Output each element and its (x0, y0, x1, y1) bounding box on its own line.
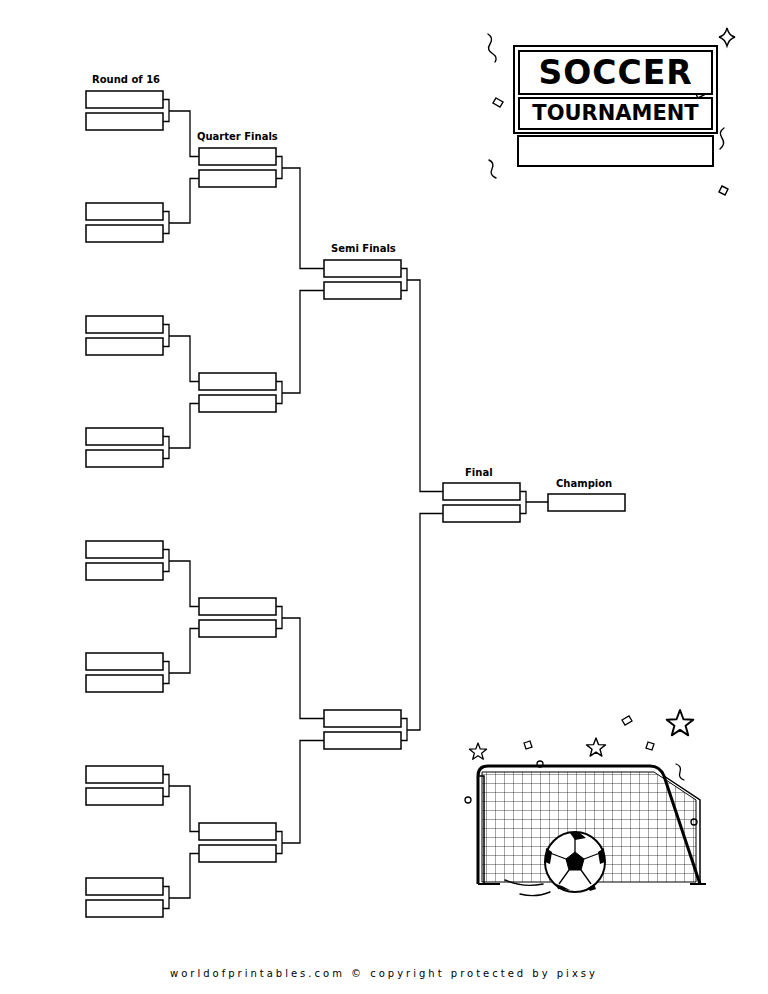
bracket-slot (199, 148, 276, 165)
bracket-slot (199, 395, 276, 412)
footer-credit: worldofprintables.com © copyright protec… (0, 968, 768, 979)
bracket-slot (86, 225, 163, 242)
bracket-line (520, 492, 548, 514)
bracket-slot (86, 316, 163, 333)
bracket-slot (324, 732, 401, 749)
bracket-slot (324, 260, 401, 277)
bracket-slot (86, 900, 163, 917)
bracket-slot (86, 338, 163, 355)
confetti-dot (537, 761, 543, 767)
bracket-slot (199, 823, 276, 840)
bracket-slot (324, 710, 401, 727)
title-text: SOCCER (538, 56, 692, 89)
bracket-slot (443, 505, 520, 522)
confetti-dot (465, 797, 471, 803)
bracket-line (163, 325, 199, 382)
bracket-line (276, 607, 324, 719)
star (586, 738, 605, 756)
confetti-piece (719, 186, 728, 195)
round-heading: Champion (556, 478, 612, 489)
bracket-slot (324, 282, 401, 299)
bracket-slot (86, 675, 163, 692)
streamer (676, 764, 684, 780)
streamer (489, 160, 496, 178)
bracket-line (163, 629, 199, 684)
bracket-slot (199, 845, 276, 862)
bracket-slot (86, 91, 163, 108)
streamer (488, 34, 496, 62)
title-box: TOURNAMENT (518, 97, 713, 130)
bracket-slot (86, 563, 163, 580)
bracket-line (163, 775, 199, 832)
quarter-final-slots (199, 148, 276, 862)
confetti-piece (524, 716, 654, 750)
ball-patch (566, 852, 584, 870)
bracket-line (163, 550, 199, 607)
bracket-line (401, 269, 443, 492)
bracket-slot (86, 541, 163, 558)
soccer-ball (545, 832, 605, 892)
goal-illustration (465, 710, 706, 896)
bracket-line (401, 514, 443, 741)
ball-patch (545, 833, 605, 891)
bracket-slot (86, 766, 163, 783)
round-heading: Semi Finals (331, 243, 396, 254)
bracket-line (276, 291, 324, 404)
champion-slot (548, 494, 625, 511)
bracket-line (163, 404, 199, 459)
title-frame (514, 46, 717, 133)
bracket-slot (86, 878, 163, 895)
bracket-slot (443, 483, 520, 500)
bracket-slot (199, 598, 276, 615)
bracket-slot (199, 170, 276, 187)
round-heading: Round of 16 (92, 74, 160, 85)
title-text: TOURNAMENT (532, 103, 698, 124)
bracket-slot (86, 450, 163, 467)
motion-line (505, 880, 550, 896)
bracket-line (276, 741, 324, 854)
semi-final-slots (324, 260, 401, 749)
bracket-line (276, 157, 324, 269)
confetti-dot (691, 819, 697, 825)
bracket-line (163, 179, 199, 234)
star (469, 743, 486, 759)
confetti (488, 28, 735, 195)
confetti-piece (493, 98, 503, 107)
bracket-line (163, 854, 199, 909)
bracket-line (163, 100, 199, 157)
name-slot (518, 136, 713, 166)
bracket-slot (199, 373, 276, 390)
star (667, 710, 694, 735)
bracket-slot (86, 203, 163, 220)
bracket-slot (86, 113, 163, 130)
title-box: SOCCER (518, 50, 713, 95)
streamer (720, 128, 724, 149)
round-of-16-slots (86, 91, 163, 917)
bracket-slot (86, 428, 163, 445)
round-heading: Final (465, 467, 493, 478)
bracket-slot (86, 788, 163, 805)
bracket-slot (199, 620, 276, 637)
bracket-slot (86, 653, 163, 670)
sparkle (719, 28, 735, 46)
round-heading: Quarter Finals (197, 131, 278, 142)
ball-seam (550, 836, 600, 884)
